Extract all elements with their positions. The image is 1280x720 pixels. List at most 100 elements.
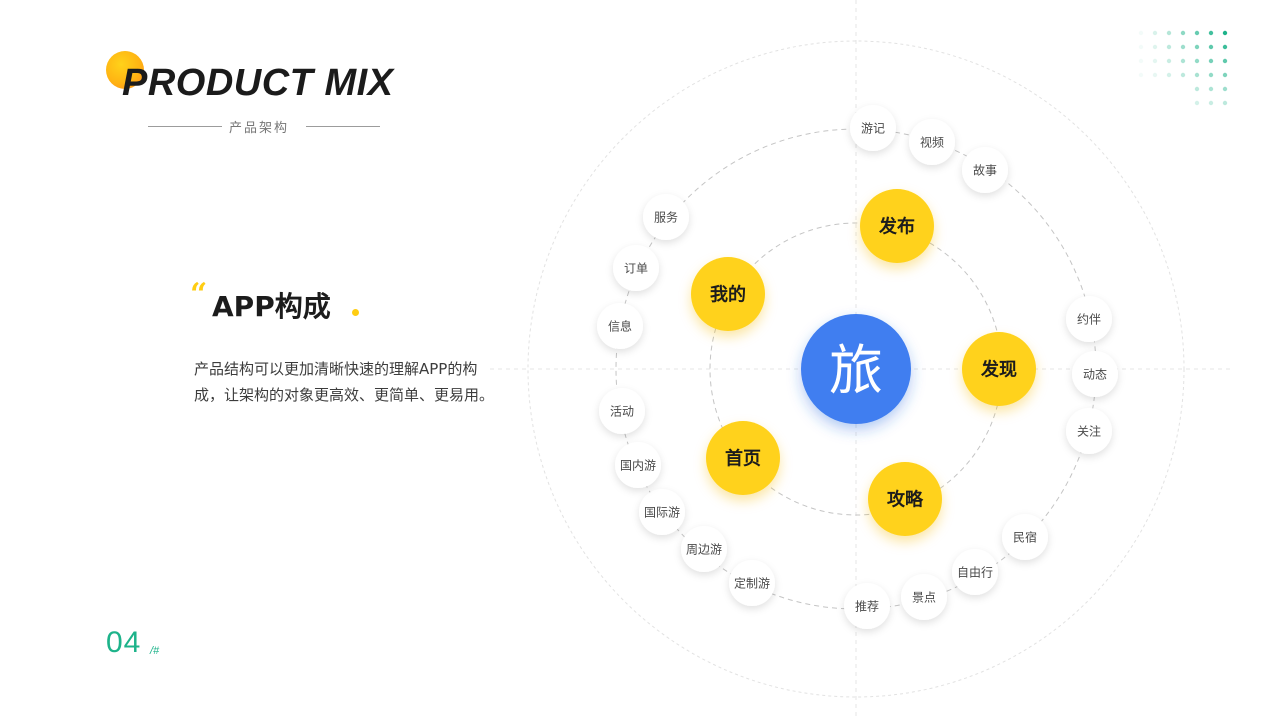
- secondary-node-bubble: [844, 583, 890, 629]
- page-number: 04: [106, 626, 142, 659]
- decor-dot: [1194, 86, 1200, 92]
- primary-node-label: 发现: [980, 359, 1017, 381]
- section-heading: APP构成: [212, 290, 331, 323]
- secondary-node[interactable]: 订单: [613, 245, 659, 291]
- secondary-node-label: 动态: [1083, 368, 1107, 382]
- decor-dot: [1222, 30, 1228, 36]
- secondary-node-label: 景点: [912, 591, 936, 605]
- secondary-node[interactable]: 游记: [850, 105, 896, 151]
- primary-node-bubble: [860, 189, 934, 263]
- decor-dot: [1194, 30, 1200, 36]
- secondary-node[interactable]: 定制游: [729, 560, 775, 606]
- secondary-node[interactable]: 国际游: [639, 489, 685, 535]
- primary-node-bubble: [691, 257, 765, 331]
- decor-dot: [1166, 72, 1172, 78]
- decor-dot: [1222, 72, 1228, 78]
- primary-node-bubble: [868, 462, 942, 536]
- secondary-node-label: 关注: [1077, 424, 1101, 439]
- secondary-node-label: 故事: [973, 163, 997, 178]
- secondary-node-label: 国内游: [620, 459, 656, 473]
- secondary-node-label: 周边游: [686, 543, 722, 557]
- secondary-node[interactable]: 推荐: [844, 583, 890, 629]
- secondary-node[interactable]: 关注: [1066, 408, 1112, 454]
- secondary-node[interactable]: 约伴: [1066, 296, 1112, 342]
- decor-dot: [1194, 44, 1200, 50]
- decor-dot: [1194, 100, 1200, 106]
- primary-node-bubble: [962, 332, 1036, 406]
- secondary-node-bubble: [901, 574, 947, 620]
- primary-node-home[interactable]: 首页: [706, 421, 780, 495]
- decor-dot: [1208, 86, 1214, 92]
- decor-dot: [1152, 30, 1158, 36]
- secondary-node-bubble: [952, 549, 998, 595]
- decor-dot: [1222, 100, 1228, 106]
- secondary-node[interactable]: 自由行: [952, 549, 998, 595]
- decor-dot: [1138, 72, 1144, 78]
- secondary-node-label: 游记: [861, 122, 885, 136]
- decor-dot: [1208, 58, 1214, 64]
- secondary-node-label: 服务: [654, 210, 678, 225]
- secondary-node-bubble: [1066, 296, 1112, 342]
- decor-dot: [1166, 30, 1172, 36]
- primary-node-label: 发布: [878, 216, 915, 238]
- secondary-node-bubble: [615, 442, 661, 488]
- decor-dot: [1152, 44, 1158, 50]
- secondary-node-bubble: [643, 194, 689, 240]
- quote-mark-icon: “: [190, 277, 208, 312]
- decor-dot: [1152, 72, 1158, 78]
- decor-dot: [1208, 100, 1214, 106]
- secondary-node-label: 推荐: [855, 600, 879, 614]
- secondary-node-bubble: [909, 119, 955, 165]
- primary-node-discover[interactable]: 发现: [962, 332, 1036, 406]
- secondary-node[interactable]: 故事: [962, 147, 1008, 193]
- primary-node-label: 攻略: [887, 489, 924, 511]
- secondary-node-label: 约伴: [1077, 312, 1101, 327]
- secondary-node-label: 民宿: [1013, 530, 1037, 545]
- primary-node-publish[interactable]: 发布: [860, 189, 934, 263]
- secondary-node[interactable]: 周边游: [681, 526, 727, 572]
- secondary-node[interactable]: 视频: [909, 119, 955, 165]
- decor-dot: [1166, 58, 1172, 64]
- decor-dot: [1180, 58, 1186, 64]
- decor-dot: [1138, 44, 1144, 50]
- secondary-node-label: 信息: [608, 319, 632, 334]
- primary-node-mine[interactable]: 我的: [691, 257, 765, 331]
- decor-dot: [1152, 58, 1158, 64]
- secondary-node[interactable]: 信息: [597, 303, 643, 349]
- secondary-node-bubble: [597, 303, 643, 349]
- secondary-node-bubble: [1002, 514, 1048, 560]
- secondary-node-bubble: [599, 388, 645, 434]
- decor-dot: [1222, 44, 1228, 50]
- secondary-node-bubble: [681, 526, 727, 572]
- primary-node-bubble: [706, 421, 780, 495]
- decor-dot: [1208, 72, 1214, 78]
- secondary-node[interactable]: 国内游: [615, 442, 661, 488]
- decor-dot: [1222, 58, 1228, 64]
- secondary-node-bubble: [850, 105, 896, 151]
- secondary-node-bubble: [729, 560, 775, 606]
- secondary-node[interactable]: 服务: [643, 194, 689, 240]
- secondary-node-label: 视频: [920, 135, 944, 150]
- decor-dot: [1180, 72, 1186, 78]
- secondary-node-bubble: [639, 489, 685, 535]
- title-divider-right: [306, 126, 380, 127]
- decor-dot: [1138, 58, 1144, 64]
- center-node-bubble: [801, 314, 911, 424]
- secondary-node[interactable]: 活动: [599, 388, 645, 434]
- primary-node-label: 我的: [710, 284, 746, 306]
- page-total: /#: [150, 645, 160, 657]
- secondary-node[interactable]: 景点: [901, 574, 947, 620]
- secondary-node-bubble: [1066, 408, 1112, 454]
- secondary-node-label: 定制游: [734, 576, 770, 591]
- secondary-node-label: 国际游: [644, 506, 680, 520]
- center-node[interactable]: 旅: [801, 314, 911, 424]
- secondary-node-bubble: [962, 147, 1008, 193]
- secondary-node[interactable]: 动态: [1072, 351, 1118, 397]
- decor-dot: [1194, 58, 1200, 64]
- decor-dot: [1166, 44, 1172, 50]
- primary-node-guide[interactable]: 攻略: [868, 462, 942, 536]
- secondary-node[interactable]: 民宿: [1002, 514, 1048, 560]
- title-divider-left: [148, 126, 222, 127]
